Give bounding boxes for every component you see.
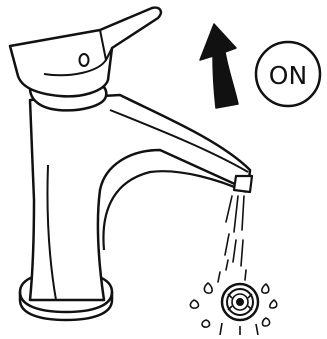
on-badge: ON [256, 42, 320, 106]
faucet-icon [30, 95, 252, 300]
on-label: ON [269, 61, 307, 90]
water-stream-icon [218, 196, 246, 282]
aerator-icon [222, 284, 258, 320]
handle-icon [10, 8, 161, 97]
arrow-up-icon [200, 24, 238, 108]
